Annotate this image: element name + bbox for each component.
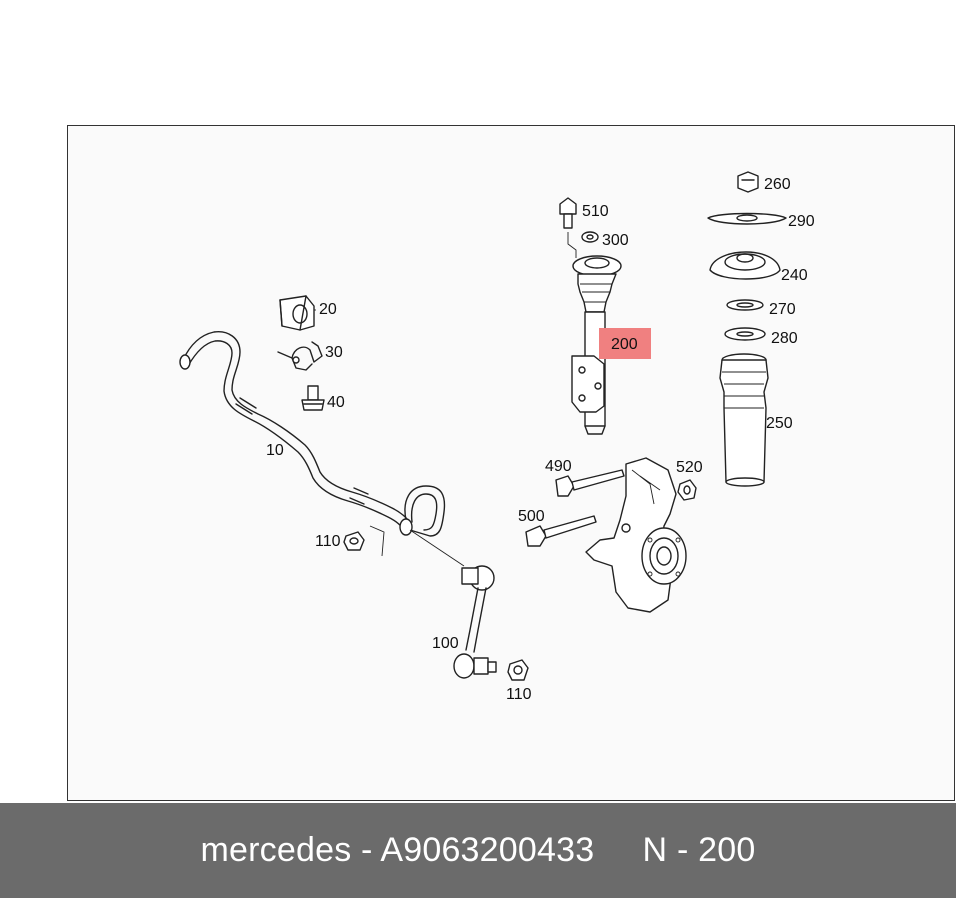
label-part-490: 490 bbox=[545, 458, 572, 475]
label-part-280: 280 bbox=[771, 330, 798, 347]
label-part-30: 30 bbox=[325, 344, 343, 361]
bracket-drawing bbox=[277, 341, 323, 371]
label-part-240: 240 bbox=[781, 267, 808, 284]
nut-260-drawing bbox=[737, 171, 759, 193]
label-part-40: 40 bbox=[327, 394, 345, 411]
steering-knuckle-drawing bbox=[585, 457, 687, 613]
bolt-510-drawing bbox=[559, 197, 577, 258]
label-part-100: 100 bbox=[432, 635, 459, 652]
highlight-200 bbox=[599, 328, 651, 359]
part-number-caption: mercedes - A9063200433 N - 200 bbox=[200, 831, 756, 869]
bolt-500-drawing bbox=[525, 515, 597, 547]
nut-520-drawing bbox=[677, 479, 697, 501]
label-part-250: 250 bbox=[766, 415, 793, 432]
bump-stop-boot-drawing bbox=[719, 353, 769, 487]
nut-110-bottom-drawing bbox=[507, 659, 529, 681]
diagram-frame bbox=[67, 125, 955, 801]
stabilizer-bar-drawing bbox=[179, 331, 446, 537]
label-part-110-bottom: 110 bbox=[506, 686, 532, 703]
label-part-520: 520 bbox=[676, 459, 703, 476]
label-part-20: 20 bbox=[319, 301, 337, 318]
label-part-10: 10 bbox=[266, 442, 284, 459]
washer-280-drawing bbox=[724, 327, 766, 341]
bolt-40-drawing bbox=[301, 385, 325, 411]
label-part-200: 200 bbox=[611, 336, 638, 353]
link-rod-drawing bbox=[409, 529, 497, 679]
shock-absorber-drawing bbox=[571, 255, 622, 435]
footer-bar: mercedes - A9063200433 N - 200 bbox=[0, 803, 956, 898]
label-part-270: 270 bbox=[769, 301, 796, 318]
label-part-110-left: 110 bbox=[315, 533, 341, 550]
plate-290-drawing bbox=[707, 212, 787, 225]
label-part-500: 500 bbox=[518, 508, 545, 525]
washer-300-drawing bbox=[581, 231, 599, 243]
bolt-490-drawing bbox=[555, 469, 625, 497]
washer-270-drawing bbox=[726, 299, 764, 311]
strut-mount-240-drawing bbox=[709, 251, 781, 280]
nut-110-left-drawing bbox=[343, 525, 385, 557]
rubber-bush-drawing bbox=[279, 295, 316, 331]
label-part-300: 300 bbox=[602, 232, 629, 249]
label-part-290: 290 bbox=[788, 213, 815, 230]
label-part-510: 510 bbox=[582, 203, 609, 220]
label-part-260: 260 bbox=[764, 176, 791, 193]
